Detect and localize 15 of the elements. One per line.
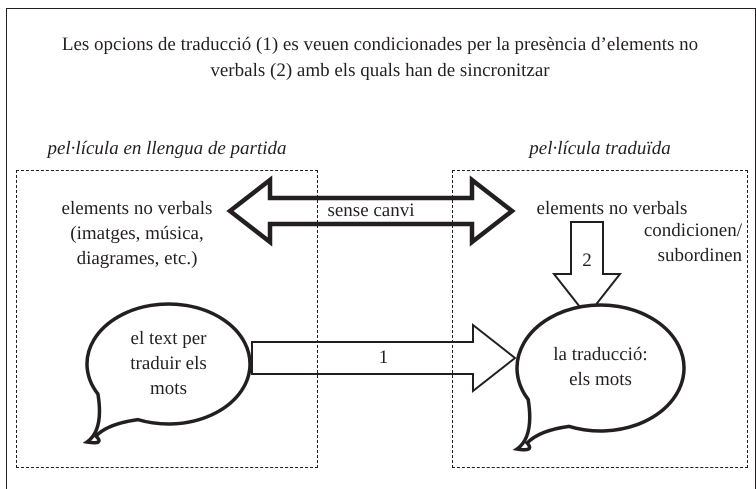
node-text: elements no verbals xyxy=(512,196,712,222)
bubble-text: la traducció: els mots xyxy=(552,343,649,392)
speech-bubble xyxy=(85,303,252,445)
block-arrow xyxy=(251,322,517,394)
edge-label: 1 xyxy=(378,347,390,369)
block-arrow xyxy=(226,175,516,247)
edge-label: 2 xyxy=(581,250,593,272)
speech-bubble xyxy=(515,304,686,452)
side-note: condicionen/ subordinen xyxy=(642,219,742,268)
edge-label: sense canvi xyxy=(326,200,416,222)
node-text: elements no verbals (imatges, música, diagrames, etc.) xyxy=(44,196,230,271)
panel-heading: pel·lícula en llengua de partida xyxy=(46,137,288,161)
panel-heading: pel·lícula traduïda xyxy=(527,137,672,161)
bubble-text: el text per traduir els mots xyxy=(129,327,208,401)
title: Les opcions de traducció (1) es veuen condicionades per la presència d’elements no verbals (2) amb els quals han de sincronitzar xyxy=(60,33,700,83)
